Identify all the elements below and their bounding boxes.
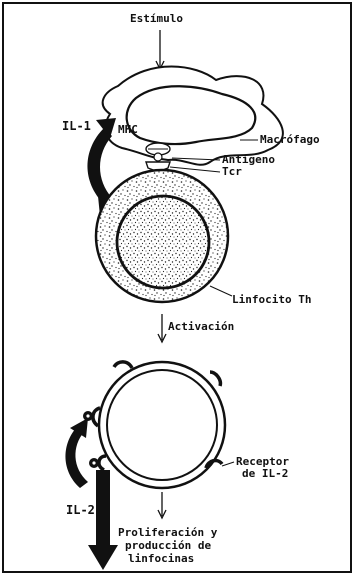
macrophage-label: Macrófago	[260, 134, 320, 146]
il2-label: IL-2	[66, 504, 95, 516]
il2-bound-receptor	[89, 456, 106, 470]
proliferation-arrow	[88, 470, 118, 570]
il1-label: IL-1	[62, 120, 91, 132]
mhc-label: MHC	[118, 124, 138, 136]
outcome-label-line3: linfocinas	[128, 553, 194, 565]
il2-arrow	[66, 418, 89, 488]
lymphocyte-nucleus	[117, 196, 209, 288]
outcome-label-line1: Proliferación y	[118, 527, 217, 539]
receptor-pointer	[222, 462, 234, 466]
activation-label: Activación	[168, 321, 234, 333]
activation-arrow	[158, 314, 166, 342]
stimulus-label: Estímulo	[130, 13, 183, 25]
outcome-label-line2: producción de	[125, 540, 211, 552]
receptor-label-line2: de IL-2	[242, 468, 288, 480]
outcome-arrow	[158, 492, 166, 518]
activated-cell-inner	[107, 370, 217, 480]
il2-receptor	[114, 362, 132, 368]
lymphocyte-label: Linfocito Th	[232, 294, 311, 306]
tcr-label: Tcr	[222, 166, 242, 178]
il2-receptor	[210, 372, 220, 386]
lymphocyte-pointer	[210, 286, 232, 296]
stimulus-arrow	[156, 30, 164, 69]
